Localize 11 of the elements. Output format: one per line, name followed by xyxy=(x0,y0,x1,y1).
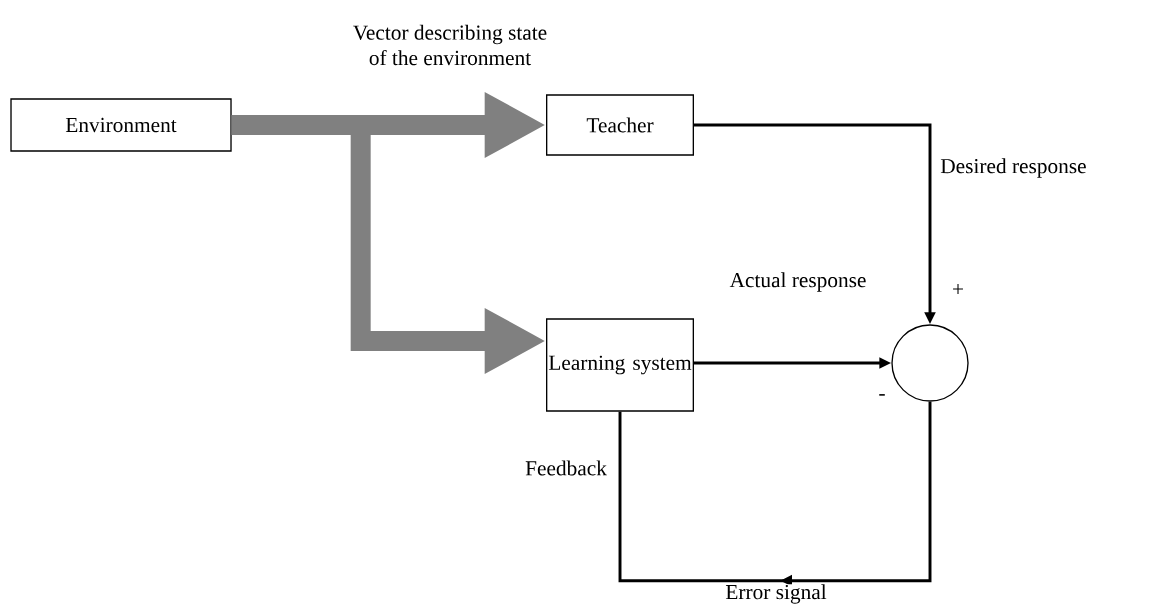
sign-label: + xyxy=(953,283,963,294)
edge-label: Actual response xyxy=(729,272,867,292)
edge-label: Vector describing state of the environment xyxy=(348,24,552,66)
summing-circle xyxy=(891,324,969,402)
process-box: Environment xyxy=(10,98,232,152)
text-label: Feedback xyxy=(525,460,607,476)
process-box: Learning system xyxy=(546,318,694,412)
process-box: Teacher xyxy=(546,94,694,156)
edge-label: Error signal xyxy=(725,584,827,604)
edge-label: Desired response xyxy=(940,158,1087,178)
arrow xyxy=(618,401,932,587)
